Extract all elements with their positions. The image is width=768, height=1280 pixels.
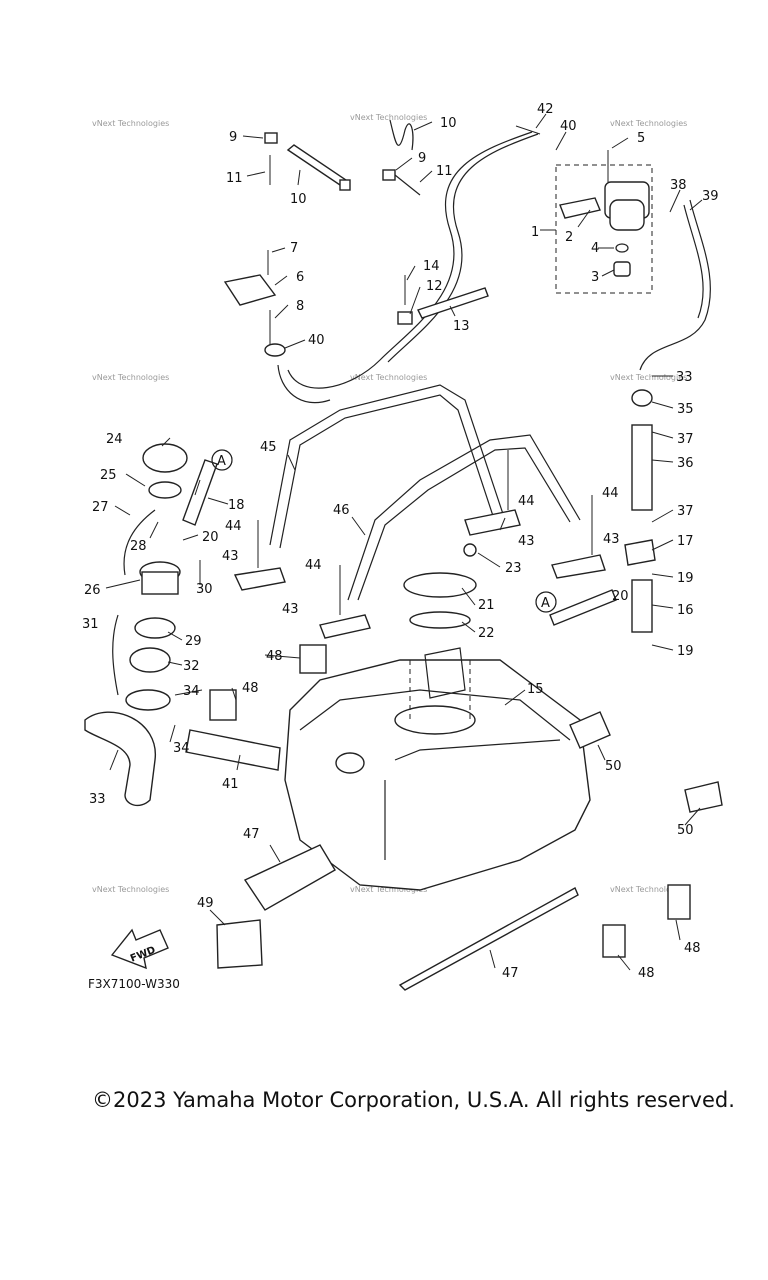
- label-20: 20: [202, 530, 219, 545]
- watermark: vNext Technologies: [350, 113, 427, 122]
- label-40: 40: [308, 333, 325, 348]
- label-18: 18: [228, 498, 245, 513]
- watermark: vNext Technologies: [610, 373, 687, 382]
- label-11: 11: [226, 171, 243, 186]
- ref-a-marker: A: [217, 454, 226, 469]
- watermark: vNext Technologies: [350, 373, 427, 382]
- label-39: 39: [702, 189, 719, 204]
- label-44: 44: [602, 486, 619, 501]
- label-4: 4: [591, 241, 599, 256]
- watermark: vNext Technologies: [610, 119, 687, 128]
- label-34: 34: [183, 684, 200, 699]
- label-46: 46: [333, 503, 350, 518]
- ref-a-marker: A: [541, 596, 550, 611]
- part-labels: 1 2 3 4 5 6 7 8 9 9 10 10 11 11 12 13 14…: [82, 102, 719, 981]
- tank-pads: [209, 644, 723, 991]
- watermark: vNext Technologies: [92, 119, 169, 128]
- label-34: 34: [173, 741, 190, 756]
- label-50: 50: [677, 823, 694, 838]
- hoses: [277, 125, 711, 404]
- label-31: 31: [82, 617, 99, 632]
- label-21: 21: [478, 598, 495, 613]
- label-1: 1: [531, 225, 539, 240]
- label-28: 28: [130, 539, 147, 554]
- fuel-tank-exploded-diagram: vNext Technologies vNext Technologies vN…: [82, 102, 723, 991]
- label-40: 40: [560, 119, 577, 134]
- label-19: 19: [677, 571, 694, 586]
- label-48: 48: [638, 966, 655, 981]
- fwd-arrow: FWD: [110, 928, 169, 970]
- label-10: 10: [290, 192, 307, 207]
- label-33: 33: [676, 370, 693, 385]
- filler-neck-parts: [84, 443, 281, 807]
- watermark: vNext Technologies: [92, 373, 169, 382]
- label-36: 36: [677, 456, 694, 471]
- label-10: 10: [440, 116, 457, 131]
- label-50: 50: [605, 759, 622, 774]
- label-23: 23: [505, 561, 522, 576]
- copyright-notice: ©2023 Yamaha Motor Corporation, U.S.A. A…: [92, 1088, 735, 1112]
- label-12: 12: [426, 279, 443, 294]
- label-11: 11: [436, 164, 453, 179]
- label-5: 5: [637, 131, 645, 146]
- label-44: 44: [305, 558, 322, 573]
- label-3: 3: [591, 270, 599, 285]
- label-45: 45: [260, 440, 277, 455]
- leader-lines: [105, 113, 703, 971]
- watermark: vNext Technologies: [350, 885, 427, 894]
- label-17: 17: [677, 534, 694, 549]
- label-26: 26: [84, 583, 101, 598]
- reference-markers: A A: [211, 449, 557, 613]
- label-14: 14: [423, 259, 440, 274]
- label-8: 8: [296, 299, 304, 314]
- label-13: 13: [453, 319, 470, 334]
- tank-straps: [269, 384, 581, 601]
- label-37: 37: [677, 432, 694, 447]
- label-9: 9: [418, 151, 426, 166]
- label-43: 43: [603, 532, 620, 547]
- label-48: 48: [242, 681, 259, 696]
- label-2: 2: [565, 230, 573, 245]
- watermark: vNext Technologies: [92, 885, 169, 894]
- diagram-code: F3X7100-W330: [88, 977, 180, 991]
- fuel-filter-assembly: [540, 150, 653, 294]
- label-43: 43: [282, 602, 299, 617]
- label-44: 44: [225, 519, 242, 534]
- label-6: 6: [296, 270, 304, 285]
- label-24: 24: [106, 432, 123, 447]
- wiring-parts: [223, 119, 489, 357]
- label-47: 47: [243, 827, 260, 842]
- label-9: 9: [229, 130, 237, 145]
- label-48: 48: [266, 649, 283, 664]
- watermarks: vNext Technologies vNext Technologies vN…: [92, 113, 687, 894]
- label-16: 16: [677, 603, 694, 618]
- label-33: 33: [89, 792, 106, 807]
- label-43: 43: [222, 549, 239, 564]
- watermark: vNext Technologies: [610, 885, 687, 894]
- label-25: 25: [100, 468, 117, 483]
- label-27: 27: [92, 500, 109, 515]
- label-35: 35: [677, 402, 694, 417]
- label-49: 49: [197, 896, 214, 911]
- strap-brackets: [233, 450, 606, 639]
- label-38: 38: [670, 178, 687, 193]
- label-15: 15: [527, 682, 544, 697]
- pump-hose-parts: [403, 389, 656, 633]
- label-44: 44: [518, 494, 535, 509]
- label-48: 48: [684, 941, 701, 956]
- label-20: 20: [612, 589, 629, 604]
- label-32: 32: [183, 659, 200, 674]
- label-30: 30: [196, 582, 213, 597]
- fuel-tank: [284, 647, 591, 891]
- label-43: 43: [518, 534, 535, 549]
- label-41: 41: [222, 777, 239, 792]
- label-19: 19: [677, 644, 694, 659]
- label-29: 29: [185, 634, 202, 649]
- label-22: 22: [478, 626, 495, 641]
- label-37: 37: [677, 504, 694, 519]
- label-47: 47: [502, 966, 519, 981]
- label-42: 42: [537, 102, 554, 117]
- label-7: 7: [290, 241, 298, 256]
